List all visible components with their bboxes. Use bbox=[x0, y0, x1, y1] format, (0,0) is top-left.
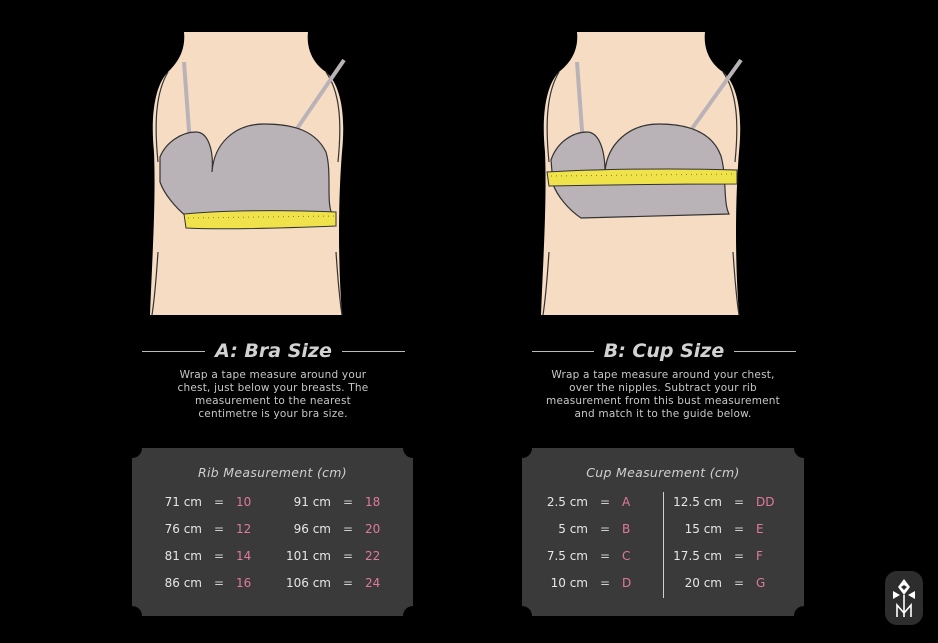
description-line: and match it to the guide below. bbox=[574, 408, 752, 420]
equals-sign: = bbox=[213, 576, 225, 590]
rib-measurement-card: Rib Measurement (cm) 71 cm = 10 76 cm = 12 8… bbox=[132, 448, 413, 616]
bra-size-heading: A: Bra Size bbox=[215, 340, 332, 362]
equals-sign: = bbox=[599, 495, 611, 509]
equals-sign: = bbox=[213, 495, 225, 509]
table-row: 20 cm = G bbox=[664, 576, 786, 590]
cup-size-heading-row: B: Cup Size bbox=[532, 338, 796, 364]
column-divider bbox=[663, 492, 664, 598]
table-row: 96 cm = 20 bbox=[273, 522, 395, 536]
size-value: D bbox=[622, 576, 632, 590]
heading-rule-right bbox=[734, 350, 796, 352]
size-value: 12 bbox=[236, 522, 252, 536]
description-line: measurement from this bust measurement bbox=[546, 395, 780, 407]
measurement-value: 101 cm bbox=[285, 549, 331, 563]
equals-sign: = bbox=[342, 495, 354, 509]
measurement-value: 12.5 cm bbox=[673, 495, 722, 509]
description-line: Wrap a tape measure around your bbox=[179, 369, 367, 381]
measurement-value: 5 cm bbox=[558, 522, 588, 536]
size-value: G bbox=[756, 576, 766, 590]
bra-cups bbox=[159, 123, 333, 217]
table-row: 15 cm = E bbox=[664, 522, 786, 536]
bra-size-heading-row: A: Bra Size bbox=[142, 338, 405, 364]
cup-measurement-title: Cup Measurement (cm) bbox=[586, 465, 740, 480]
cup-size-description: Wrap a tape measure around your chest, o… bbox=[534, 369, 792, 421]
size-value: 16 bbox=[236, 576, 252, 590]
table-row: 101 cm = 22 bbox=[273, 549, 395, 563]
size-value: B bbox=[622, 522, 631, 536]
description-line: centimetre is your bra size. bbox=[198, 408, 348, 420]
size-value: A bbox=[622, 495, 631, 509]
table-row: 10 cm = D bbox=[530, 576, 652, 590]
bra-strap-left bbox=[575, 61, 585, 145]
size-value: 22 bbox=[365, 549, 381, 563]
bra-strap-right bbox=[294, 58, 346, 132]
table-row: 71 cm = 10 bbox=[144, 495, 266, 509]
size-value: DD bbox=[756, 495, 775, 509]
equals-sign: = bbox=[342, 549, 354, 563]
equals-sign: = bbox=[599, 549, 611, 563]
table-row: 5 cm = B bbox=[530, 522, 652, 536]
bra-strap-right bbox=[689, 58, 743, 132]
heading-rule-right bbox=[341, 350, 405, 352]
cup-size-heading: B: Cup Size bbox=[603, 340, 725, 362]
brand-logo-icon bbox=[885, 571, 923, 625]
equals-sign: = bbox=[342, 576, 354, 590]
heading-rule-left bbox=[532, 350, 594, 352]
cup-size-illustration bbox=[541, 32, 743, 315]
table-row: 12.5 cm = DD bbox=[664, 495, 786, 509]
measurement-value: 7.5 cm bbox=[546, 549, 588, 563]
measurement-value: 17.5 cm bbox=[673, 549, 722, 563]
description-line: measurement to the nearest bbox=[195, 395, 351, 407]
measurement-value: 10 cm bbox=[550, 576, 588, 590]
heading-rule-left bbox=[142, 350, 206, 352]
measurement-value: 106 cm bbox=[285, 576, 331, 590]
table-row: 76 cm = 12 bbox=[144, 522, 266, 536]
size-value: 10 bbox=[236, 495, 252, 509]
equals-sign: = bbox=[213, 549, 225, 563]
equals-sign: = bbox=[733, 576, 745, 590]
table-row: 81 cm = 14 bbox=[144, 549, 266, 563]
equals-sign: = bbox=[733, 495, 745, 509]
size-value: 24 bbox=[365, 576, 381, 590]
measurement-value: 15 cm bbox=[684, 522, 722, 536]
table-row: 91 cm = 18 bbox=[273, 495, 395, 509]
description-line: over the nipples. Subtract your rib bbox=[569, 382, 757, 394]
size-value: 18 bbox=[365, 495, 381, 509]
cup-measurement-card: Cup Measurement (cm) 2.5 cm = A 5 cm = B 7.5… bbox=[522, 448, 804, 616]
equals-sign: = bbox=[733, 522, 745, 536]
measurement-value: 2.5 cm bbox=[546, 495, 588, 509]
measurement-value: 20 cm bbox=[684, 576, 722, 590]
description-line: chest, just below your breasts. The bbox=[177, 382, 369, 394]
table-row: 17.5 cm = F bbox=[664, 549, 786, 563]
bra-size-description: Wrap a tape measure around your chest, j… bbox=[158, 369, 388, 421]
table-row: 2.5 cm = A bbox=[530, 495, 652, 509]
description-line: Wrap a tape measure around your chest, bbox=[551, 369, 775, 381]
measurement-value: 91 cm bbox=[293, 495, 331, 509]
tape-measure bbox=[183, 210, 337, 230]
equals-sign: = bbox=[342, 522, 354, 536]
bra-strap-left bbox=[182, 61, 192, 145]
equals-sign: = bbox=[599, 576, 611, 590]
size-value: C bbox=[622, 549, 631, 563]
measurement-value: 71 cm bbox=[164, 495, 202, 509]
equals-sign: = bbox=[213, 522, 225, 536]
table-row: 7.5 cm = C bbox=[530, 549, 652, 563]
size-value: 20 bbox=[365, 522, 381, 536]
measurement-value: 86 cm bbox=[164, 576, 202, 590]
card-background bbox=[132, 448, 413, 616]
measurement-value: 96 cm bbox=[293, 522, 331, 536]
table-row: 86 cm = 16 bbox=[144, 576, 266, 590]
size-value: F bbox=[756, 549, 763, 563]
equals-sign: = bbox=[599, 522, 611, 536]
size-value: 14 bbox=[236, 549, 252, 563]
measurement-value: 76 cm bbox=[164, 522, 202, 536]
rib-measurement-title: Rib Measurement (cm) bbox=[198, 465, 347, 480]
size-value: E bbox=[756, 522, 764, 536]
equals-sign: = bbox=[733, 549, 745, 563]
bra-size-illustration bbox=[150, 32, 346, 315]
tape-measure bbox=[546, 168, 738, 187]
table-row: 106 cm = 24 bbox=[273, 576, 395, 590]
measurement-value: 81 cm bbox=[164, 549, 202, 563]
